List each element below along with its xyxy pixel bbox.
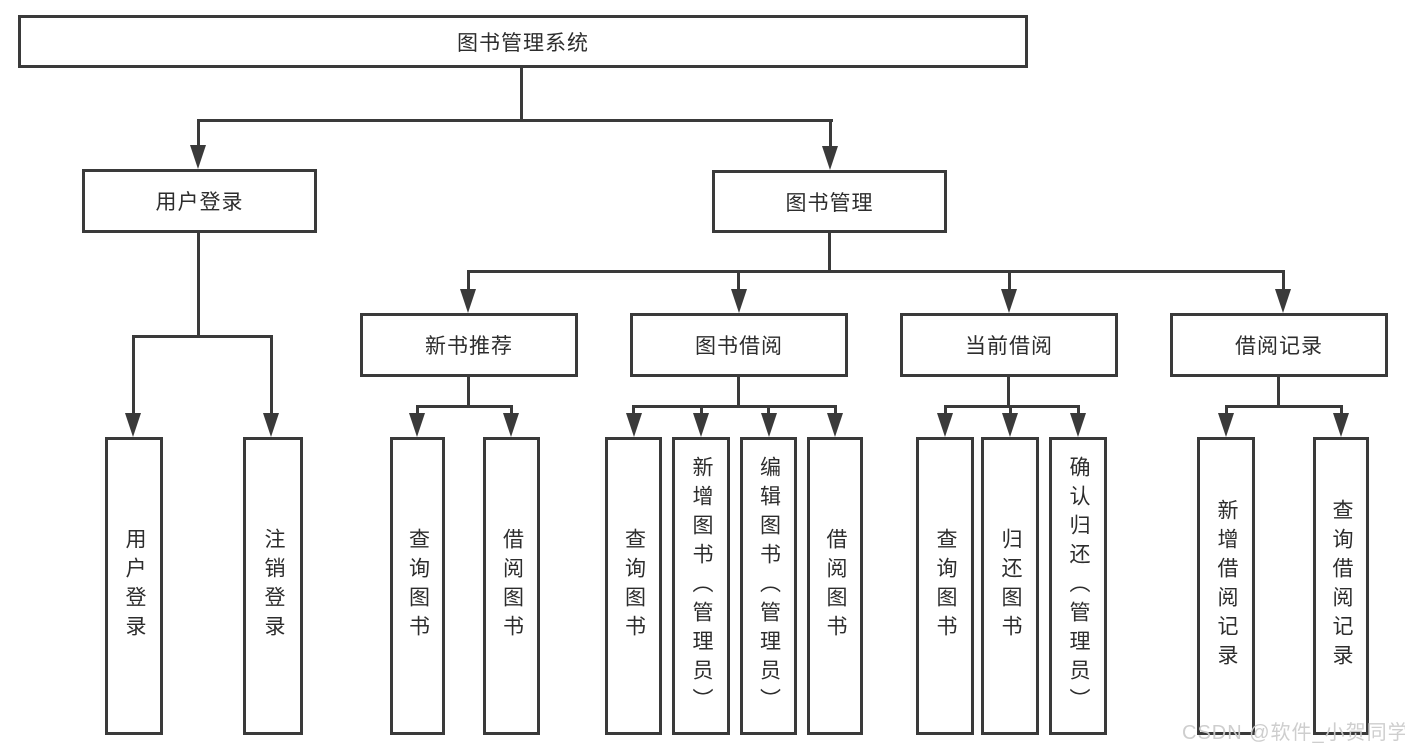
leaf-borrowing-add-books-label: 新增图书（管理员） <box>690 455 714 717</box>
leaf-borrowing-edit-books-label: 编辑图书（管理员） <box>757 455 781 717</box>
connector-borrowing-drop-4 <box>834 405 837 419</box>
leaf-records-add-record: 新增借阅记录 <box>1197 437 1255 735</box>
leaf-borrowing-add-books: 新增图书（管理员） <box>672 437 730 735</box>
node-book-management-label: 图书管理 <box>785 191 874 215</box>
node-current-borrowing: 当前借阅 <box>900 313 1118 377</box>
connector-current-drop-3 <box>1077 405 1080 419</box>
connector-newrec-drop-2 <box>510 405 513 419</box>
connector-borrowing-stem <box>737 377 740 406</box>
leaf-records-query-record: 查询借阅记录 <box>1313 437 1369 735</box>
connector-newrec-drop-1 <box>416 405 419 419</box>
arrowhead-to-new-book-recommend <box>460 289 476 313</box>
connector-userlogin-rail <box>132 335 273 338</box>
arrowhead-to-records-query <box>1333 413 1349 437</box>
node-new-book-recommend-label: 新书推荐 <box>425 335 513 358</box>
connector-userlogin-stem <box>197 233 200 337</box>
leaf-borrowing-borrow-books: 借阅图书 <box>807 437 863 735</box>
arrowhead-to-newrec-query <box>409 413 425 437</box>
leaf-newrec-query-books-label: 查询图书 <box>406 528 430 644</box>
leaf-borrowing-borrow-books-label: 借阅图书 <box>824 528 848 644</box>
node-book-management: 图书管理 <box>712 170 947 233</box>
arrowhead-to-borrowing-query <box>626 413 642 437</box>
connector-current-rail <box>944 405 1080 408</box>
connector-root-drop-left <box>197 119 200 151</box>
arrowhead-to-records-add <box>1218 413 1234 437</box>
connector-borrowing-drop-3 <box>767 405 770 419</box>
connector-records-drop-2 <box>1340 405 1343 419</box>
connector-records-rail <box>1225 405 1343 408</box>
arrowhead-to-newrec-borrow <box>503 413 519 437</box>
leaf-newrec-borrow-books: 借阅图书 <box>483 437 540 735</box>
arrowhead-to-borrowing-records <box>1275 289 1291 313</box>
arrowhead-to-current-borrowing <box>1001 289 1017 313</box>
arrowhead-to-borrowing-edit <box>761 413 777 437</box>
leaf-records-query-record-label: 查询借阅记录 <box>1330 499 1354 673</box>
leaf-current-confirm-return-label: 确认归还（管理员） <box>1067 455 1091 717</box>
connector-newrec-stem <box>467 377 470 406</box>
csdn-watermark: CSDN @软件_小贺同学 <box>1182 722 1405 744</box>
node-borrowing-records: 借阅记录 <box>1170 313 1388 377</box>
arrowhead-to-book-borrowing <box>731 289 747 313</box>
connector-root-stem <box>520 68 523 119</box>
node-user-login: 用户登录 <box>82 169 317 233</box>
arrowhead-to-book-management <box>822 146 838 170</box>
connector-root-drop-right <box>829 119 832 151</box>
leaf-logout-label: 注销登录 <box>262 528 286 644</box>
connector-bookmgmt-drop-3 <box>1008 270 1011 295</box>
node-root: 图书管理系统 <box>18 15 1028 68</box>
connector-records-drop-1 <box>1225 405 1228 419</box>
leaf-user-login-label: 用户登录 <box>123 528 147 644</box>
arrowhead-to-leaf-user-login <box>125 413 141 437</box>
arrowhead-to-current-confirm <box>1070 413 1086 437</box>
connector-bookmgmt-drop-1 <box>467 270 470 295</box>
node-new-book-recommend: 新书推荐 <box>360 313 578 377</box>
connector-bookmgmt-stem <box>828 233 831 272</box>
connector-bookmgmt-drop-4 <box>1282 270 1285 295</box>
connector-userlogin-drop-1 <box>132 335 135 415</box>
leaf-user-login: 用户登录 <box>105 437 163 735</box>
leaf-logout: 注销登录 <box>243 437 303 735</box>
leaf-current-query-books: 查询图书 <box>916 437 974 735</box>
leaf-current-return-books-label: 归还图书 <box>999 528 1023 644</box>
connector-newrec-rail <box>416 405 513 408</box>
connector-current-drop-1 <box>944 405 947 419</box>
leaf-current-confirm-return: 确认归还（管理员） <box>1049 437 1107 735</box>
leaf-borrowing-edit-books: 编辑图书（管理员） <box>740 437 797 735</box>
arrowhead-to-current-query <box>937 413 953 437</box>
node-user-login-label: 用户登录 <box>155 191 244 214</box>
leaf-borrowing-query-books-label: 查询图书 <box>622 528 646 644</box>
connector-bookmgmt-drop-2 <box>737 270 740 295</box>
leaf-newrec-borrow-books-label: 借阅图书 <box>500 528 524 644</box>
leaf-newrec-query-books: 查询图书 <box>390 437 445 735</box>
leaf-borrowing-query-books: 查询图书 <box>605 437 662 735</box>
arrowhead-to-borrowing-borrow <box>827 413 843 437</box>
node-borrowing-records-label: 借阅记录 <box>1235 335 1323 358</box>
connector-current-stem <box>1007 377 1010 406</box>
arrowhead-to-current-return <box>1002 413 1018 437</box>
connector-borrowing-drop-1 <box>632 405 635 419</box>
connector-current-drop-2 <box>1009 405 1012 419</box>
node-current-borrowing-label: 当前借阅 <box>965 335 1053 358</box>
connector-bookmgmt-rail <box>467 270 1284 273</box>
connector-root-rail <box>198 119 833 122</box>
connector-records-stem <box>1277 377 1280 406</box>
arrowhead-to-borrowing-add <box>693 413 709 437</box>
leaf-current-return-books: 归还图书 <box>981 437 1039 735</box>
arrowhead-to-leaf-logout <box>263 413 279 437</box>
node-book-borrowing: 图书借阅 <box>630 313 848 377</box>
connector-borrowing-rail <box>632 405 837 408</box>
arrowhead-to-user-login <box>190 145 206 169</box>
leaf-records-add-record-label: 新增借阅记录 <box>1215 499 1239 673</box>
connector-borrowing-drop-2 <box>700 405 703 419</box>
leaf-current-query-books-label: 查询图书 <box>934 528 958 644</box>
connector-userlogin-drop-2 <box>270 335 273 415</box>
node-root-label: 图书管理系统 <box>457 31 589 55</box>
node-book-borrowing-label: 图书借阅 <box>695 335 783 358</box>
